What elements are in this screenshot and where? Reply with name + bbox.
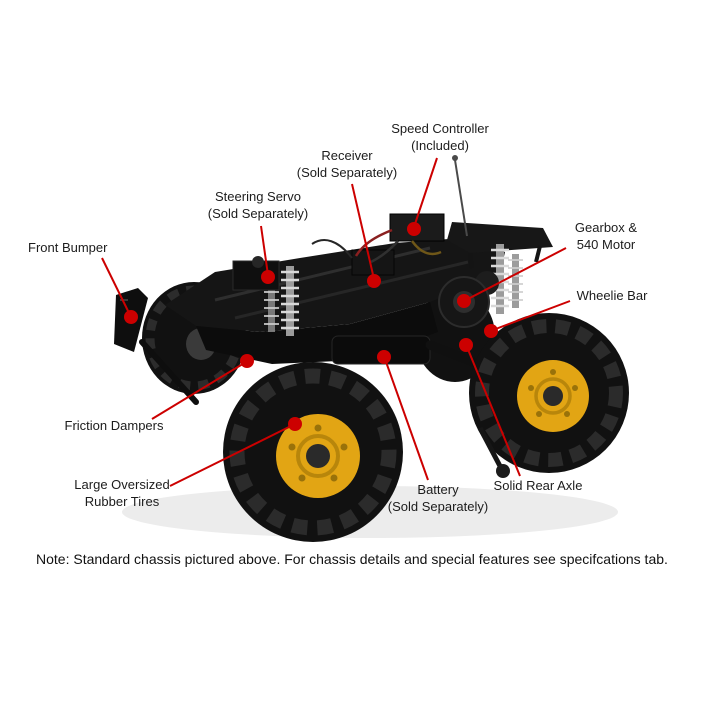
leader-large-tires	[169, 424, 294, 487]
callout-label: Wheelie Bar	[576, 288, 648, 303]
dot-friction-dampers	[240, 354, 254, 368]
leader-solid-rear-axle	[466, 346, 521, 477]
callout-label: Steering Servo	[215, 189, 301, 204]
dot-steering-servo	[261, 270, 275, 284]
leader-receiver	[351, 183, 375, 280]
leader-battery	[384, 358, 429, 481]
callout-label: Friction Dampers	[64, 418, 164, 433]
dot-front-bumper	[124, 310, 138, 324]
leader-speed-controller	[413, 157, 438, 228]
callout-label: Speed Controller	[391, 121, 489, 136]
leader-wheelie-bar	[492, 300, 571, 331]
wheelie-bar-part	[477, 426, 510, 478]
callout-label: Receiver	[321, 148, 373, 163]
callout-wheelie-bar: Wheelie Bar	[562, 288, 662, 305]
callout-label: Gearbox &	[574, 220, 638, 235]
callout-speed-controller: Speed Controller (Included)	[375, 121, 505, 154]
battery-pack	[331, 335, 431, 365]
callout-label: Battery	[417, 482, 459, 497]
dot-wheelie-bar	[484, 324, 498, 338]
front-right-tire	[223, 362, 403, 542]
callout-steering-servo: Steering Servo (Sold Separately)	[194, 189, 322, 222]
leader-lines	[101, 157, 571, 487]
callout-battery: Battery (Sold Separately)	[381, 482, 495, 515]
callout-large-oversized-rubber-tires: Large Oversized Rubber Tires	[58, 477, 186, 510]
dot-speed-controller	[407, 222, 421, 236]
leader-steering-servo	[260, 225, 269, 276]
dot-gearbox	[457, 294, 471, 308]
leader-front-bumper	[101, 257, 131, 316]
callout-receiver: Receiver (Sold Separately)	[284, 148, 410, 181]
callout-sub-label: (Included)	[411, 137, 469, 153]
leader-gearbox	[465, 247, 567, 301]
callout-label: Front Bumper	[28, 240, 108, 255]
callout-sub-label: Rubber Tires	[84, 493, 160, 509]
callout-sub-label: (Sold Separately)	[296, 164, 398, 180]
callout-sub-label: (Sold Separately)	[387, 498, 489, 514]
callout-sub-label: (Sold Separately)	[207, 205, 309, 221]
callout-front-bumper: Front Bumper	[28, 240, 120, 257]
callout-label: Solid Rear Axle	[493, 478, 583, 493]
dot-battery	[377, 350, 391, 364]
dot-large-tires	[288, 417, 302, 431]
rear-right-tire	[469, 313, 629, 473]
leader-friction-dampers	[151, 361, 247, 420]
dot-solid-rear-axle	[459, 338, 473, 352]
callout-solid-rear-axle: Solid Rear Axle	[486, 478, 590, 495]
chassis	[165, 222, 553, 364]
callout-sub-label: 540 Motor	[576, 236, 636, 252]
callout-gearbox-540-motor: Gearbox & 540 Motor	[552, 220, 660, 253]
note-text: Note: Standard chassis pictured above. F…	[36, 551, 668, 567]
callout-friction-dampers: Friction Dampers	[56, 418, 172, 435]
callout-dots	[124, 222, 498, 431]
dot-receiver	[367, 274, 381, 288]
truck-illustration	[114, 155, 629, 542]
antenna	[454, 159, 468, 237]
callout-label: Large Oversized	[74, 477, 170, 492]
